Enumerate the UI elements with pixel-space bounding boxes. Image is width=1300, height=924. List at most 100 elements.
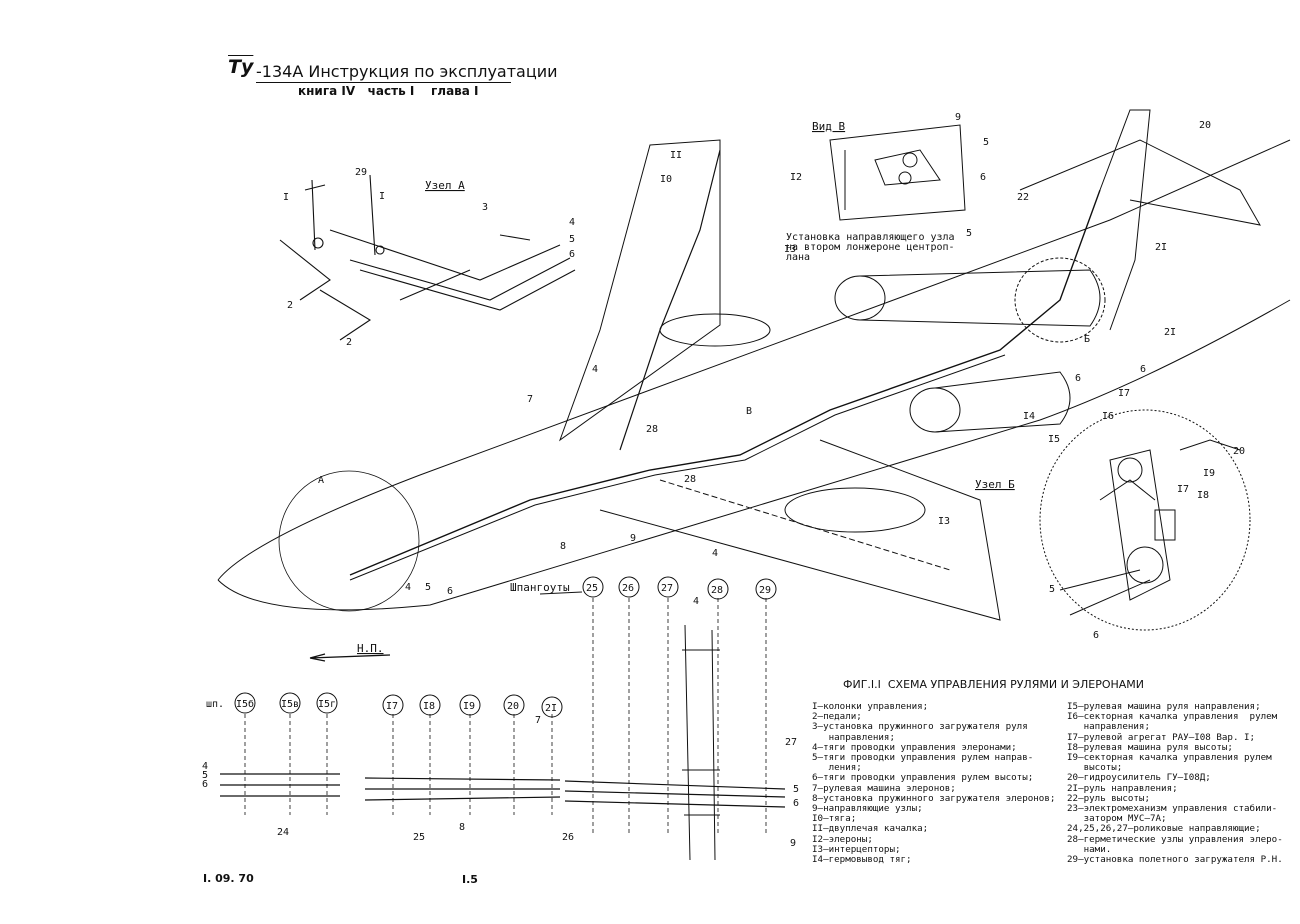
legend-right: I5–рулевая машина руля направления; I6–с… xyxy=(1067,701,1283,865)
frame-18: I8 xyxy=(423,701,435,712)
callout-number: 7 xyxy=(535,715,541,726)
legend-item: I3–интерцепторы; xyxy=(812,843,901,855)
frame-28: 28 xyxy=(711,585,723,596)
callout-number: I3 xyxy=(784,244,796,255)
callout-number: 2 xyxy=(346,337,352,348)
callout-number: A xyxy=(318,475,324,486)
callout-number: 5 xyxy=(793,784,799,795)
legend-item: I7–рулевой агрегат РАУ–I08 Вар. I; xyxy=(1067,731,1256,743)
legend-item: I2–элероны; xyxy=(812,833,873,845)
frame-15b: I5б xyxy=(236,698,254,710)
legend-item: I0–тяга; xyxy=(812,813,857,825)
callout-number: 2I xyxy=(1155,242,1167,253)
wing-right xyxy=(599,439,1001,621)
figure-caption: ФИГ.I.I СХЕМА УПРАВЛЕНИЯ РУЛЯМИ И ЭЛЕРОН… xyxy=(843,678,1145,691)
wing-aileron-rod xyxy=(619,149,721,451)
callout-number: 6 xyxy=(980,172,986,183)
callout-number: 29 xyxy=(355,167,367,178)
node-b-ellipse xyxy=(1014,257,1106,343)
callout-number: 25 xyxy=(413,832,425,843)
legend-item: I4–гермовывод тяг; xyxy=(812,854,912,866)
legend-item: 4–тяги проводки управления элеронами; xyxy=(812,741,1017,753)
callout-number: 4 xyxy=(202,761,208,772)
frames-top xyxy=(582,576,777,600)
legend-item: I8–рулевая машина руля высоты; xyxy=(1067,741,1233,753)
legend-item: направления; xyxy=(812,731,895,743)
elevator-rods xyxy=(349,354,1006,581)
legend-item: 9–направляющие узлы; xyxy=(812,803,923,815)
legend-item: 7–рулевая машина элеронов; xyxy=(812,782,956,794)
legend-item: 20–гидроусилитель ГУ–I08Д; xyxy=(1067,772,1211,784)
callout-number: 5 xyxy=(966,228,972,239)
legend-item: ления; xyxy=(812,762,862,774)
label-node-b: Узел Б xyxy=(975,478,1015,491)
frame-20: 20 xyxy=(507,701,519,712)
node-b-drawing xyxy=(1039,409,1251,631)
legend-item: направления; xyxy=(1067,721,1150,733)
callout-number: I5 xyxy=(1048,434,1060,445)
callout-number: 7 xyxy=(527,394,533,405)
callout-number: 5 xyxy=(983,137,989,148)
frame-19: I9 xyxy=(463,701,475,712)
header-subtitle: книга IV часть I глава I xyxy=(298,84,479,98)
callout-number: 28 xyxy=(684,474,696,485)
legend-item: I6–секторная качалка управления рулем xyxy=(1067,711,1278,723)
callout-number: 6 xyxy=(1075,373,1081,384)
frames-bottom xyxy=(234,692,563,718)
logo-text: Ту xyxy=(228,56,254,78)
tail-fin xyxy=(1099,109,1151,331)
callout-number: 6 xyxy=(447,586,453,597)
callout-number: 22 xyxy=(1017,192,1029,203)
legend-item: I5–рулевая машина руля направления; xyxy=(1067,701,1261,712)
engine-nacelle-left xyxy=(659,313,771,347)
frame-28-detail xyxy=(682,624,720,861)
callout-number: 5 xyxy=(202,770,208,781)
callout-number: 26 xyxy=(562,832,574,843)
station-lines-bottom xyxy=(244,714,553,815)
callout-number: 20 xyxy=(1199,120,1211,131)
callout-number: 6 xyxy=(1093,630,1099,641)
callout-number: 4 xyxy=(693,596,699,607)
node-a-circle xyxy=(278,470,420,612)
station-lines-top xyxy=(592,598,767,835)
callout-number: I3 xyxy=(938,516,950,527)
callout-number: 9 xyxy=(630,533,636,544)
callout-number: 2I xyxy=(1164,327,1176,338)
legend-item: 6–тяги проводки управления рулем высоты; xyxy=(812,772,1034,784)
callout-number: I6 xyxy=(1102,411,1114,422)
legend-item: 24,25,26,27–роликовые направляющие; xyxy=(1067,823,1261,835)
callout-number: 27 xyxy=(785,737,797,748)
callout-number: 5 xyxy=(425,582,431,593)
direction-label: Н.П. xyxy=(357,642,384,655)
fuselage-outline xyxy=(217,139,1291,611)
aileron-rods xyxy=(349,189,1101,576)
label-view-b: Вид В xyxy=(812,120,845,133)
callout-number: 8 xyxy=(459,822,465,833)
node-a-drawing xyxy=(279,174,576,341)
footer-date: I. 09. 70 xyxy=(203,872,254,885)
frame-25: 25 xyxy=(586,583,598,594)
legend-item: 3–установка пружинного загружателя руля xyxy=(812,721,1028,733)
callout-number: 6 xyxy=(569,249,575,260)
callout-number: Б xyxy=(1084,334,1090,345)
view-b-drawing xyxy=(829,124,966,221)
callout-number: I xyxy=(283,192,289,203)
callout-number: II xyxy=(670,150,682,161)
callout-number: I4 xyxy=(1023,411,1035,422)
callout-number: 4 xyxy=(592,364,598,375)
callout-number: 5 xyxy=(569,234,575,245)
install-note-1: Установка направляющего узла xyxy=(786,232,955,243)
engine-upper xyxy=(834,275,886,321)
legend-item: затором МУС–7А; xyxy=(1067,813,1167,825)
callout-number: I0 xyxy=(660,174,672,185)
frame-17: I7 xyxy=(386,701,398,712)
legend-item: I–колонки управления; xyxy=(812,701,929,712)
frame-15v: I5в xyxy=(281,699,299,710)
callout-number: 6 xyxy=(793,798,799,809)
legend-item: 2–педали; xyxy=(812,711,862,723)
callout-number: 28 xyxy=(646,424,658,435)
legend-item: 22–руль высоты; xyxy=(1067,792,1150,804)
stabilizer xyxy=(1019,139,1261,226)
